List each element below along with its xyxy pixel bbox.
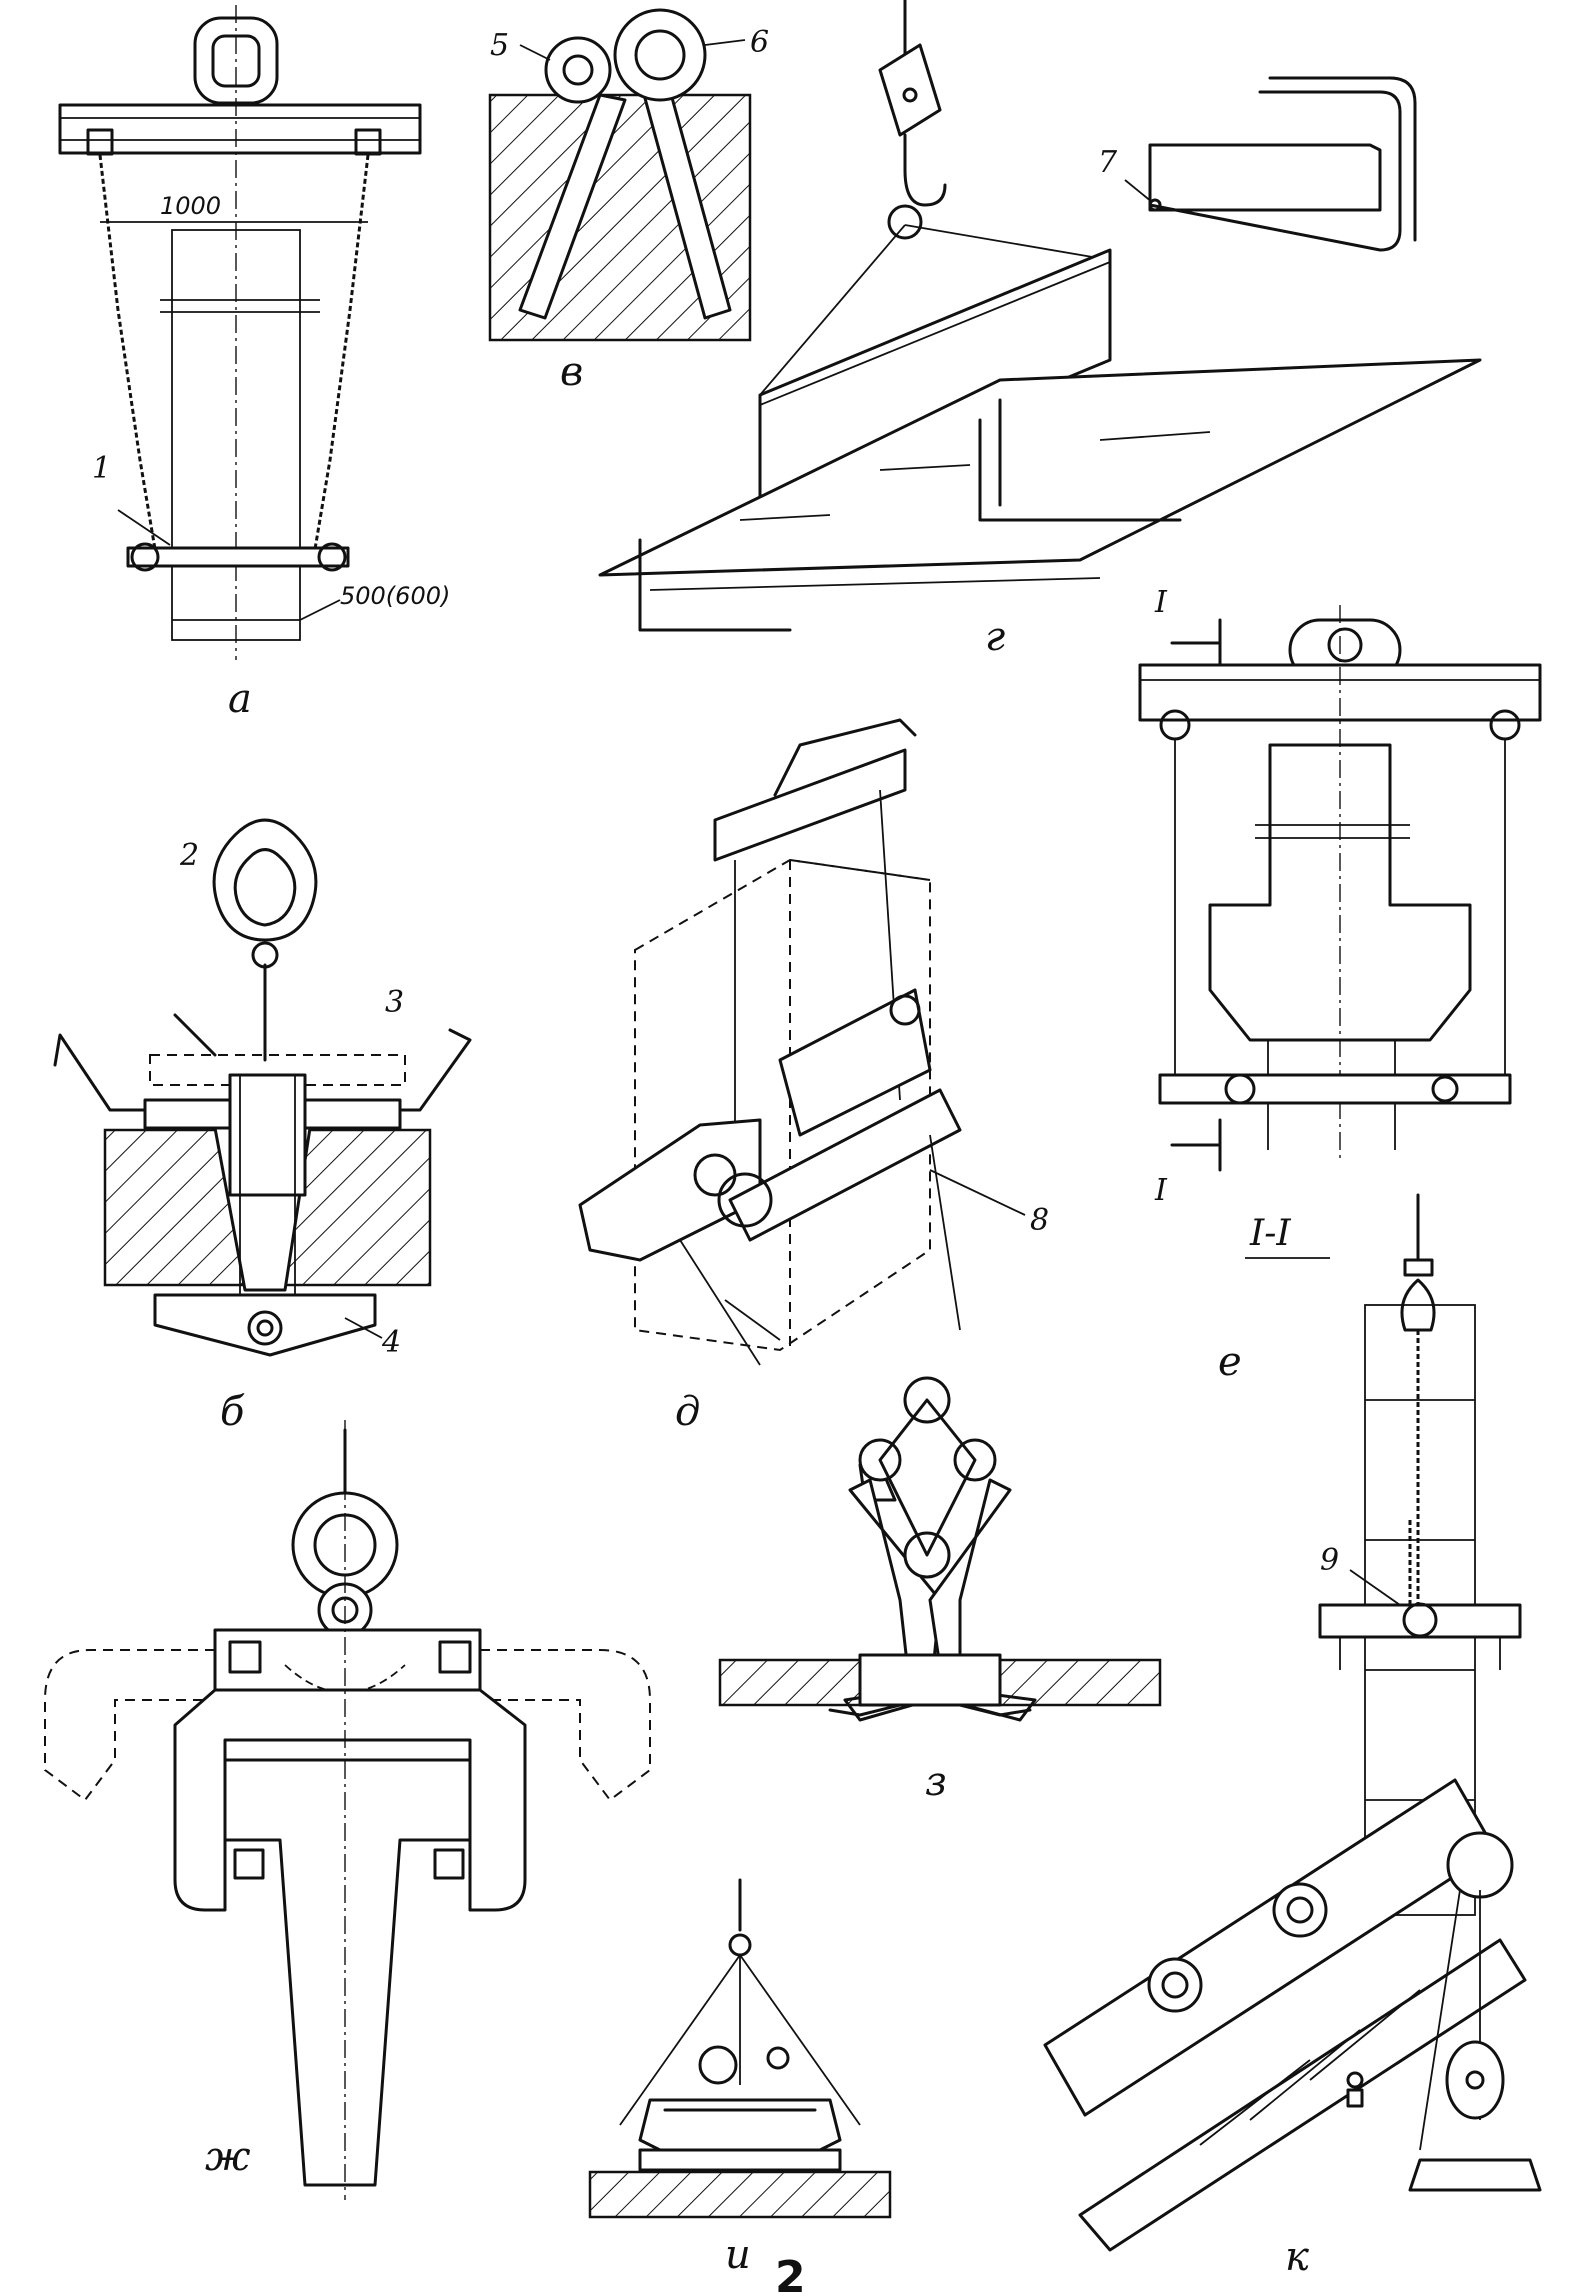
panel-e-section-mark-bottom: I [1154,1173,1168,1208]
panel-g-slab-gripper [598,0,1482,632]
panel-d-caption: д [675,1389,700,1435]
panel-zh-caption: ж [205,2134,251,2180]
panel-a-caption: а [228,676,252,722]
panel-i-vacuum-lifter [588,1878,892,2219]
panel-a-dim-pin: 500(600) [340,582,450,610]
panel-e-callout-9: 9 [1320,1543,1339,1578]
panel-z-caption: з [925,1759,947,1805]
panel-b-callout-4: 4 [381,1325,401,1360]
panel-zh-rotating-gripper [44,1420,651,2200]
panel-e-caption: е [1218,1339,1242,1385]
panel-g-caption: г [985,614,1005,660]
panel-e-column-pin-view [1318,1193,1522,1916]
panel-b-caption: б [220,1389,245,1435]
panel-v-callout-5: 5 [490,28,509,63]
panel-g-callout-7: 7 [1098,145,1118,180]
panel-a-dim-width: 1000 [160,192,221,220]
panel-z-plate-clamp [718,1376,1162,1722]
panel-e-section-mark-top: I [1154,585,1168,620]
panel-d-block-gripper [578,718,1026,1366]
panel-k-caption: к [1285,2234,1309,2280]
panel-i-caption: и [725,2232,751,2278]
panel-d-callout-8: 8 [1030,1203,1049,1238]
panel-a-beam-with-slings [58,5,422,660]
panel-b-callout-3: 3 [385,985,404,1020]
panel-v-scissor-tongs [488,8,752,342]
panel-e-column-traverse [1138,605,1542,1172]
panel-v-caption: в [560,349,583,395]
panel-a-callout-1: 1 [92,451,111,486]
figure-number: 2 [775,2252,806,2296]
panel-b-bell-grip [53,818,472,1357]
panel-v-callout-6: 6 [750,25,769,60]
panel-k-crane-boom-lifter [1043,1778,1542,2252]
panel-b-callout-2: 2 [179,838,199,873]
panel-e-section-label: I-I [1249,1213,1291,1254]
